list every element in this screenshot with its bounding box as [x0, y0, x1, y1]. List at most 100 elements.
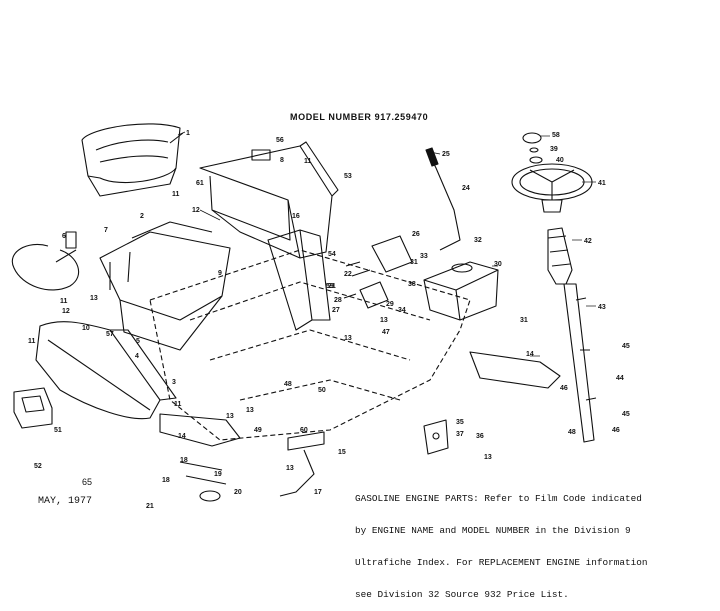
hinge-bracket-part: [13, 387, 53, 429]
callout-47: 47: [382, 329, 390, 336]
shift-lever-part: [425, 147, 461, 251]
note-line-3: Ultrafiche Index. For REPLACEMENT ENGINE…: [355, 556, 648, 568]
callout-27: 27: [332, 307, 340, 314]
callout-46b: 46: [612, 427, 620, 434]
callout-13a: 13: [90, 295, 98, 302]
callout-13e: 13: [344, 335, 352, 342]
callout-53: 53: [344, 173, 352, 180]
callout-32: 32: [474, 237, 482, 244]
callout-25: 25: [442, 151, 450, 158]
callout-14a: 14: [178, 433, 186, 440]
callout-11a: 11: [172, 191, 180, 198]
model-number-title: MODEL NUMBER 917.259470: [290, 112, 429, 122]
callout-13f: 13: [484, 454, 492, 461]
callout-18b: 18: [180, 457, 188, 464]
callout-28: 28: [334, 297, 342, 304]
engine-parts-note: GASOLINE ENGINE PARTS: Refer to Film Cod…: [355, 473, 700, 611]
callout-13d: 13: [286, 465, 294, 472]
callout-13c: 13: [246, 407, 254, 414]
callout-21a: 21: [146, 503, 154, 510]
callout-6: 6: [62, 233, 66, 240]
callout-5: 5: [136, 338, 140, 345]
callout-12a: 12: [192, 207, 200, 214]
callout-8: 8: [280, 157, 284, 164]
callout-16: 16: [292, 213, 300, 220]
callout-56: 56: [276, 137, 284, 144]
callout-11b: 11: [304, 158, 312, 165]
callout-7: 7: [104, 227, 108, 234]
callout-12b: 12: [62, 308, 70, 315]
callout-54: 54: [328, 251, 336, 258]
callout-17: 17: [314, 489, 322, 496]
callout-31b: 31: [520, 317, 528, 324]
chassis-part: [149, 249, 471, 441]
callout-49: 49: [254, 427, 262, 434]
publication-date: MAY, 1977: [38, 496, 93, 507]
callout-18a: 18: [162, 477, 170, 484]
callout-43: 43: [598, 304, 606, 311]
callout-15: 15: [338, 449, 346, 456]
callout-26: 26: [412, 231, 420, 238]
callout-60: 60: [300, 427, 308, 434]
callout-24: 24: [462, 185, 470, 192]
callout-19: 19: [214, 471, 222, 478]
center-column-part: [267, 229, 331, 331]
washer-part: [179, 461, 227, 502]
callout-30: 30: [494, 261, 502, 268]
callout-42: 42: [584, 238, 592, 245]
callout-13g: 13: [380, 317, 388, 324]
battery-cable-part: [11, 231, 80, 291]
callout-1: 1: [186, 130, 190, 137]
callout-45a: 45: [622, 343, 630, 350]
callout-52: 52: [34, 463, 42, 470]
callout-33: 33: [420, 253, 428, 260]
callout-10: 10: [82, 325, 90, 332]
bracket-assembly-part: [343, 235, 413, 309]
callout-37: 37: [456, 431, 464, 438]
callout-29: 29: [386, 301, 394, 308]
note-line-2: by ENGINE NAME and MODEL NUMBER in the D…: [355, 524, 631, 536]
callout-11c: 11: [174, 401, 182, 408]
parts-diagram: 1 2 3 4 5 6 7 8 9 10 11 11 11 11 11 12 1…: [11, 123, 630, 510]
callout-35: 35: [456, 419, 464, 426]
callout-57: 57: [106, 331, 114, 338]
callout-44: 44: [616, 375, 624, 382]
callout-59: 59: [326, 283, 334, 290]
callout-4: 4: [135, 353, 139, 360]
callout-11d: 11: [60, 298, 68, 305]
callout-9: 9: [218, 270, 222, 277]
callout-14b: 14: [526, 351, 534, 358]
callout-41: 41: [598, 180, 606, 187]
callout-48a: 48: [284, 381, 292, 388]
callout-38: 38: [408, 281, 416, 288]
callout-34: 34: [398, 307, 406, 314]
steering-wheel-part: [511, 163, 593, 213]
dash-panel-part: [199, 141, 339, 259]
callout-11e: 11: [28, 338, 36, 345]
callout-51: 51: [54, 427, 62, 434]
page-number: 65: [82, 477, 93, 487]
callout-61: 61: [196, 180, 204, 187]
steering-cap-part: [522, 132, 543, 164]
callout-20: 20: [234, 489, 242, 496]
console-part: [423, 261, 499, 321]
callout-50: 50: [318, 387, 326, 394]
seat-part: [81, 123, 184, 197]
callout-58: 58: [552, 132, 560, 139]
latch-plate-part: [423, 419, 449, 455]
callout-21b: 21: [328, 283, 336, 290]
fender-part: [99, 221, 231, 351]
callout-40: 40: [556, 157, 564, 164]
brake-pedal-part: [279, 431, 325, 497]
callout-31a: 31: [410, 259, 418, 266]
floor-mat-part: [159, 351, 561, 447]
callout-39: 39: [550, 146, 558, 153]
callout-22: 22: [344, 271, 352, 278]
callout-36: 36: [476, 433, 484, 440]
callout-2: 2: [140, 213, 144, 220]
note-line-4: see Division 32 Source 932 Price List.: [355, 588, 569, 600]
callout-3: 3: [172, 379, 176, 386]
callout-45b: 45: [622, 411, 630, 418]
note-line-1: GASOLINE ENGINE PARTS: Refer to Film Cod…: [355, 493, 642, 505]
callout-13b: 13: [226, 413, 234, 420]
